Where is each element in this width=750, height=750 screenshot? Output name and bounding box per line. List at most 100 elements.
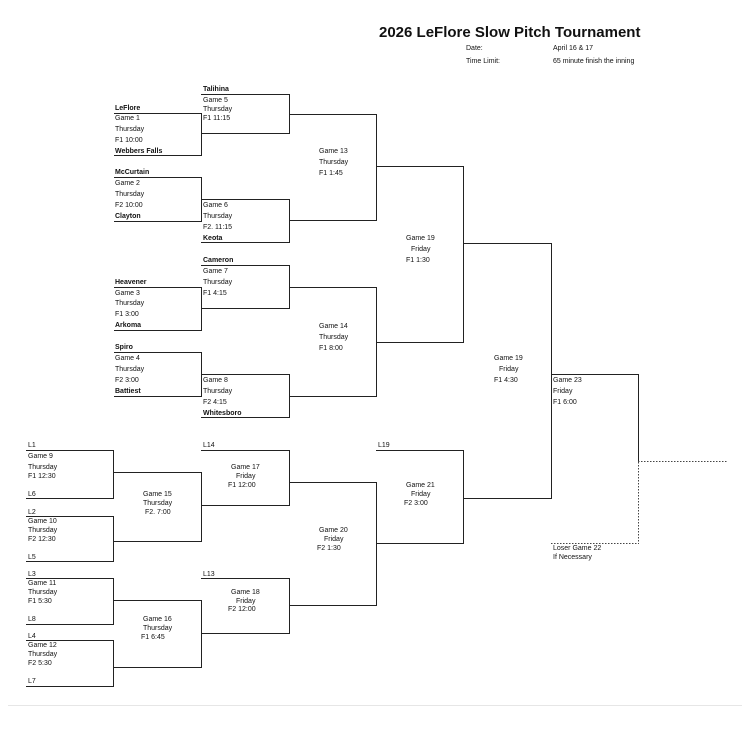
game-19a-day: Friday [411,246,431,253]
team-clayton: Clayton [115,213,141,220]
game-23-name: Game 23 [553,377,582,384]
game-12-day: Thursday [28,651,58,658]
game-5-field-time: F1 11:15 [203,115,231,122]
game-3-field-time: F1 3:00 [115,311,139,318]
game-2-day: Thursday [115,191,145,198]
game-1-day: Thursday [115,126,145,133]
game-16-field-time: F1 6:45 [141,634,165,641]
date-label: Date: [466,45,483,52]
game-20-name: Game 20 [319,527,348,534]
game-15-day: Thursday [143,500,173,507]
game-18-field-time: F2 12:00 [228,606,256,613]
game-2-name: Game 2 [115,180,140,187]
game-4-name: Game 4 [115,355,140,362]
game-23-day: Friday [553,388,573,395]
loser-l7: L7 [28,678,36,685]
team-whitesboro: Whitesboro [203,410,242,417]
team-leflore: LeFlore [115,105,141,112]
time-limit-label: Time Limit: [466,58,500,65]
game-8-name: Game 8 [203,377,228,384]
date-value: April 16 & 17 [553,45,594,52]
game-19b-day: Friday [499,366,519,373]
game-16-name: Game 16 [143,616,172,623]
game-1-name: Game 1 [115,115,140,122]
loser-l13: L13 [203,571,215,578]
game-9-field-time: F1 12:30 [28,473,56,480]
game-5-name: Game 5 [203,97,228,104]
game-17-field-time: F1 12:00 [228,482,256,489]
game-1-field-time: F1 10:00 [115,137,143,144]
loser-game-22-label: Loser Game 22 [553,545,602,552]
team-webbers-falls: Webbers Falls [115,148,163,155]
team-cameron: Cameron [203,257,234,264]
team-battiest: Battiest [115,388,141,395]
game-2-field-time: F2 10:00 [115,202,143,209]
game-4-field-time: F2 3:00 [115,377,139,384]
team-keota: Keota [203,235,223,242]
game-11-field-time: F1 5:30 [28,598,52,605]
loser-l6: L6 [28,491,36,498]
game-10-field-time: F2 12:30 [28,536,56,543]
game-20-field-time: F2 1:30 [317,545,341,552]
game-13-name: Game 13 [319,148,348,155]
game-20-day: Friday [324,536,344,543]
game-12-name: Game 12 [28,642,57,649]
game-13-day: Thursday [319,159,349,166]
loser-l4: L4 [28,633,36,640]
game-3-name: Game 3 [115,290,140,297]
game-17-name: Game 17 [231,464,260,471]
game-10-name: Game 10 [28,518,57,525]
game-6-day: Thursday [203,213,233,220]
game-21-name: Game 21 [406,482,435,489]
game-19b-name: Game 19 [494,355,523,362]
game-4-day: Thursday [115,366,145,373]
loser-l8: L8 [28,616,36,623]
time-limit-value: 65 minute finish the inning [553,58,635,65]
game-12-field-time: F2 5:30 [28,660,52,667]
loser-l2: L2 [28,509,36,516]
game-14-day: Thursday [319,334,349,341]
game-19a-name: Game 19 [406,235,435,242]
game-9-name: Game 9 [28,453,53,460]
loser-l19: L19 [378,442,390,449]
loser-l14: L14 [203,442,215,449]
team-spiro: Spiro [115,344,133,351]
game-23-field-time: F1 6:00 [553,399,577,406]
page-title: 2026 LeFlore Slow Pitch Tournament [379,24,641,41]
game-21-field-time: F2 3:00 [404,500,428,507]
game-7-field-time: F1 4:15 [203,290,227,297]
game-11-day: Thursday [28,589,58,596]
game-19b-field-time: F1 4:30 [494,377,518,384]
game-7-day: Thursday [203,279,233,286]
game-14-name: Game 14 [319,323,348,330]
game-21-day: Friday [411,491,431,498]
game-19a-field-time: F1 1:30 [406,257,430,264]
game-16-day: Thursday [143,625,173,632]
page-bottom-rule [8,705,742,706]
game-14-field-time: F1 8:00 [319,345,343,352]
game-18-day: Friday [236,598,256,605]
loser-l5: L5 [28,554,36,561]
game-5-day: Thursday [203,106,233,113]
loser-l3: L3 [28,571,36,578]
game-13-field-time: F1 1:45 [319,170,343,177]
game-8-field-time: F2 4:15 [203,399,227,406]
if-necessary-label: If Necessary [553,554,592,561]
game-9-day: Thursday [28,464,58,471]
loser-l1: L1 [28,442,36,449]
game-11-name: Game 11 [28,580,57,587]
game-15-name: Game 15 [143,491,172,498]
team-talihina: Talihina [203,86,229,93]
game-6-name: Game 6 [203,202,228,209]
game-6-field-time: F2. 11:15 [203,224,233,231]
game-7-name: Game 7 [203,268,228,275]
game-10-day: Thursday [28,527,58,534]
game-18-name: Game 18 [231,589,260,596]
game-17-day: Friday [236,473,256,480]
team-heavener: Heavener [115,279,147,286]
game-15-field-time: F2. 7:00 [145,509,171,516]
game-3-day: Thursday [115,300,145,307]
game-8-day: Thursday [203,388,233,395]
team-mccurtain: McCurtain [115,169,150,176]
